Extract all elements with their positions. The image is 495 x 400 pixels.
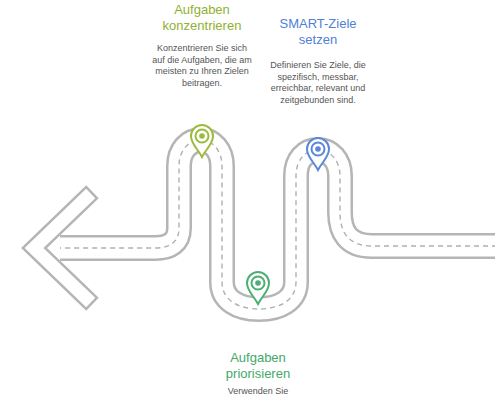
milestone-pin <box>307 138 329 170</box>
step-description: Konzentrieren Sie sich auf die Aufgaben,… <box>152 43 252 90</box>
step-heading: SMART-Ziele setzen <box>263 16 373 49</box>
step-heading: Aufgaben konzentrieren <box>147 2 257 35</box>
step-description: Definieren Sie Ziele, die spezifisch, me… <box>268 60 368 107</box>
step-heading: Aufgaben priorisieren <box>198 350 318 383</box>
step-description: Verwenden Sie <box>208 386 308 398</box>
milestone-pin <box>191 125 213 157</box>
milestone-pin <box>247 272 269 304</box>
